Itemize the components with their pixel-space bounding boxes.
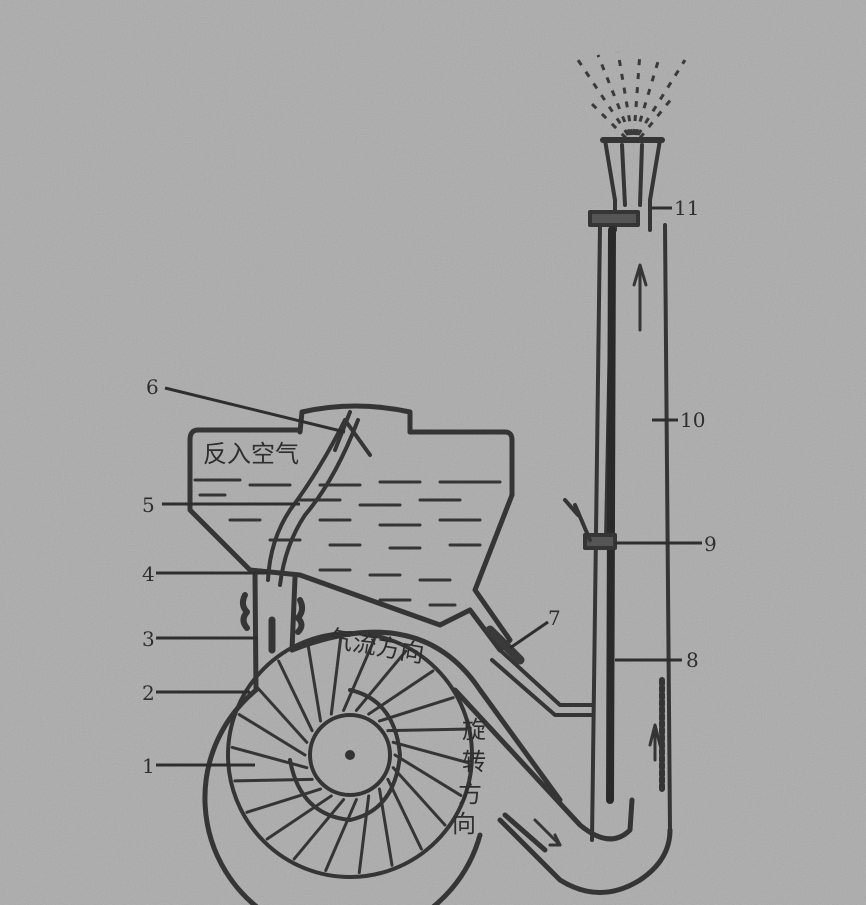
feed-pipe xyxy=(239,569,306,693)
rotation-direction-char-3: 方 xyxy=(458,780,482,808)
rotation-direction-char-4: 向 xyxy=(452,810,476,838)
rotation-direction-char-1: 旋 xyxy=(462,716,486,744)
label-5: 5 xyxy=(142,493,155,517)
rotor-swirl xyxy=(288,688,402,822)
switch-handle xyxy=(563,498,617,550)
label-9: 9 xyxy=(704,532,717,556)
rotor-blade xyxy=(292,798,346,861)
label-6: 6 xyxy=(146,375,159,399)
metering-tube xyxy=(485,625,594,717)
liquid-surface xyxy=(193,478,502,607)
rotor-blade xyxy=(391,766,447,827)
rotor-blade xyxy=(329,635,343,716)
fan-casing xyxy=(202,629,563,905)
delivery-pipe xyxy=(590,223,672,842)
rotor-blade xyxy=(245,787,323,814)
rotor-blade xyxy=(377,696,455,723)
outlet-pipe xyxy=(452,687,673,895)
rotor-blade xyxy=(354,649,408,712)
label-3: 3 xyxy=(142,627,155,651)
air-in-text: 反入空气 xyxy=(203,440,299,468)
rotor-blade xyxy=(253,683,309,744)
label-1: 1 xyxy=(142,754,155,778)
rotor-blade xyxy=(306,643,323,723)
label-2: 2 xyxy=(142,681,155,705)
rotor-blade xyxy=(357,794,371,875)
rotor-blade xyxy=(386,777,423,851)
rotor-blade xyxy=(393,753,463,797)
label-11: 11 xyxy=(674,196,699,220)
rotor-blade xyxy=(342,638,376,712)
rotation-direction-char-2: 转 xyxy=(462,748,486,776)
rotor-blade xyxy=(386,727,467,733)
label-8: 8 xyxy=(686,648,699,672)
rotor-blade xyxy=(237,713,307,757)
rotor-hub xyxy=(345,750,355,760)
label-10: 10 xyxy=(680,408,705,432)
rotor-blade xyxy=(233,777,314,783)
rotor-blade xyxy=(230,745,309,770)
spray-mist xyxy=(576,51,687,140)
liquid-tank xyxy=(187,403,515,653)
rotor-blade xyxy=(324,798,358,872)
rotor-blade xyxy=(277,659,314,733)
label-7: 7 xyxy=(548,606,561,630)
leader-lines xyxy=(156,206,702,767)
label-4: 4 xyxy=(142,562,155,586)
rotor-blade xyxy=(391,740,470,765)
rotor-blade xyxy=(265,794,333,841)
rotor-inner-ring xyxy=(308,713,392,797)
nozzle xyxy=(588,137,665,232)
